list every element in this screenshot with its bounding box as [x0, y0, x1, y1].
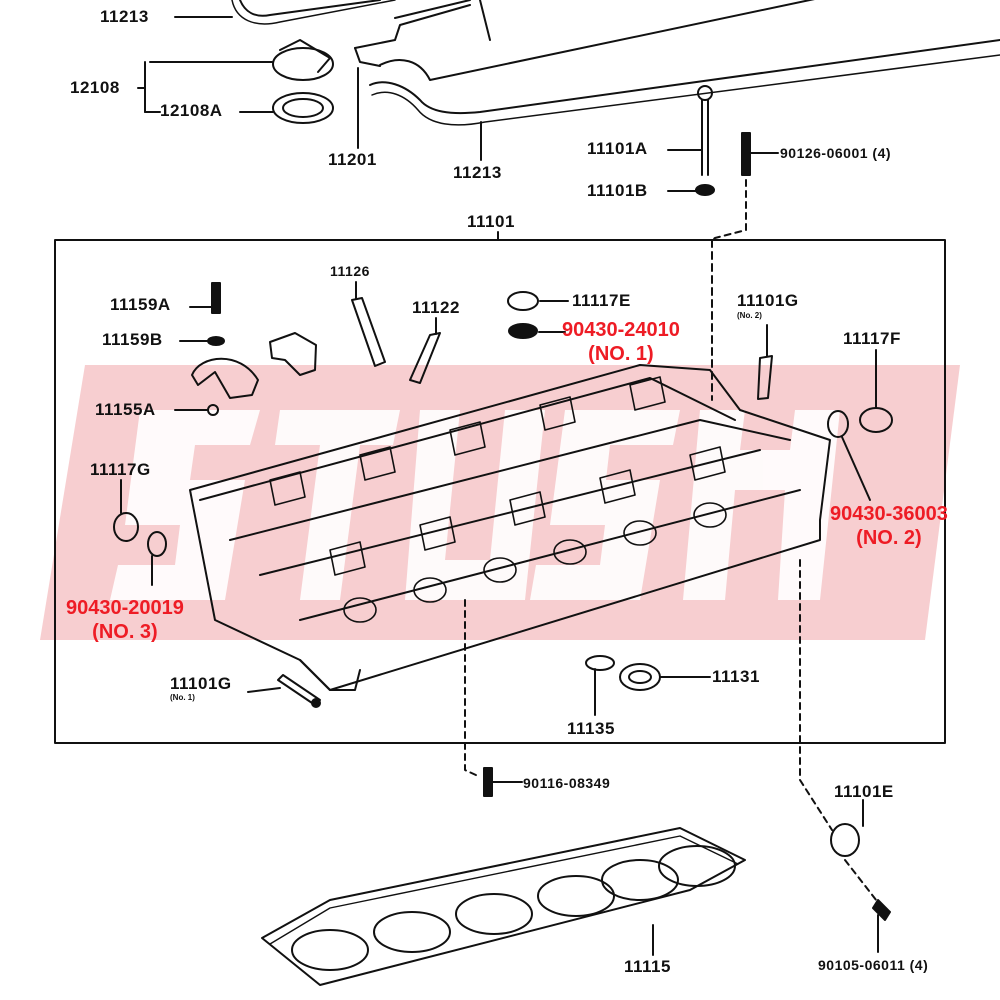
label-11135[interactable]: 11135 — [567, 719, 615, 738]
label-11122[interactable]: 11122 — [412, 298, 460, 317]
part-11117G — [113, 479, 139, 542]
callout-no1-note: (NO. 1) — [588, 343, 654, 365]
label-11213-bottom[interactable]: 11213 — [453, 163, 502, 182]
label-11101G-no1-sub: (No. 1) — [170, 693, 195, 702]
watermark-letters — [110, 410, 840, 600]
head-gasket — [261, 827, 746, 986]
part-11131 — [619, 663, 711, 691]
callout-no3-note: (NO. 3) — [92, 621, 158, 643]
group-frame — [54, 239, 946, 744]
head-bolt — [667, 85, 715, 196]
label-90116-08349[interactable]: 90116-08349 — [523, 775, 611, 791]
part-11122 — [409, 332, 441, 384]
label-11159B[interactable]: 11159B — [102, 330, 163, 349]
part-90105-06011 — [872, 899, 891, 953]
label-11101G-no2-sub: (No. 2) — [737, 311, 762, 320]
part-cam-cap — [191, 357, 259, 399]
label-11126[interactable]: 11126 — [330, 263, 370, 279]
part-11101G-1 — [247, 674, 321, 708]
part-11126 — [351, 297, 386, 367]
label-11155A[interactable]: 11155A — [95, 400, 156, 419]
label-11159A[interactable]: 11159A — [110, 295, 171, 314]
part-90430-36003 — [827, 410, 871, 501]
callout-no2[interactable]: 90430-36003 (NO. 2) — [830, 502, 948, 550]
label-11101E[interactable]: 11101E — [834, 782, 894, 801]
callout-no3-part: 90430-20019 — [66, 597, 184, 619]
callout-no2-part: 90430-36003 — [830, 503, 948, 525]
label-12108A[interactable]: 12108A — [160, 101, 223, 120]
label-11213-top[interactable]: 11213 — [100, 7, 149, 26]
label-90126-06001[interactable]: 90126-06001 (4) — [780, 145, 892, 161]
oil-cap-gasket — [239, 92, 334, 124]
oil-cap — [137, 39, 334, 113]
callout-no2-note: (NO. 2) — [856, 527, 922, 549]
part-11159B — [207, 336, 225, 346]
label-11101G-no1[interactable]: 11101G — [170, 674, 232, 693]
part-90430-24010 — [508, 323, 538, 339]
part-90116-08349 — [483, 767, 493, 797]
callout-no1-part: 90430-24010 — [562, 319, 680, 341]
label-11201[interactable]: 11201 — [328, 150, 377, 169]
label-11117G[interactable]: 11117G — [90, 460, 151, 479]
part-11101E — [830, 799, 864, 857]
label-11131[interactable]: 11131 — [712, 667, 760, 686]
stud-90126 — [711, 132, 779, 241]
callout-no1[interactable]: 90430-24010 (NO. 1) — [562, 318, 680, 366]
cylinder-head — [189, 364, 831, 691]
label-11101[interactable]: 11101 — [467, 212, 515, 231]
label-11101B[interactable]: 11101B — [587, 181, 648, 200]
part-11117F — [859, 349, 893, 433]
part-11117E — [507, 291, 539, 311]
part-rocker — [269, 332, 317, 376]
label-11101A[interactable]: 11101A — [587, 139, 648, 158]
dash-90116 — [464, 599, 479, 777]
label-11101G-no2[interactable]: 11101G — [737, 291, 799, 310]
part-11159A — [189, 282, 221, 314]
callout-no3[interactable]: 90430-20019 (NO. 3) — [66, 596, 184, 644]
part-11135 — [585, 655, 615, 716]
label-11117F[interactable]: 11117F — [843, 329, 901, 348]
label-11115[interactable]: 11115 — [624, 957, 671, 976]
label-12108[interactable]: 12108 — [70, 78, 120, 97]
part-11101G-2 — [757, 355, 773, 400]
label-90105-06011[interactable]: 90105-06011 (4) — [818, 957, 929, 973]
part-90430-20019 — [147, 531, 167, 586]
label-11117E[interactable]: 11117E — [572, 291, 631, 310]
part-11155A — [207, 404, 219, 416]
valve-cover — [231, 0, 1000, 126]
